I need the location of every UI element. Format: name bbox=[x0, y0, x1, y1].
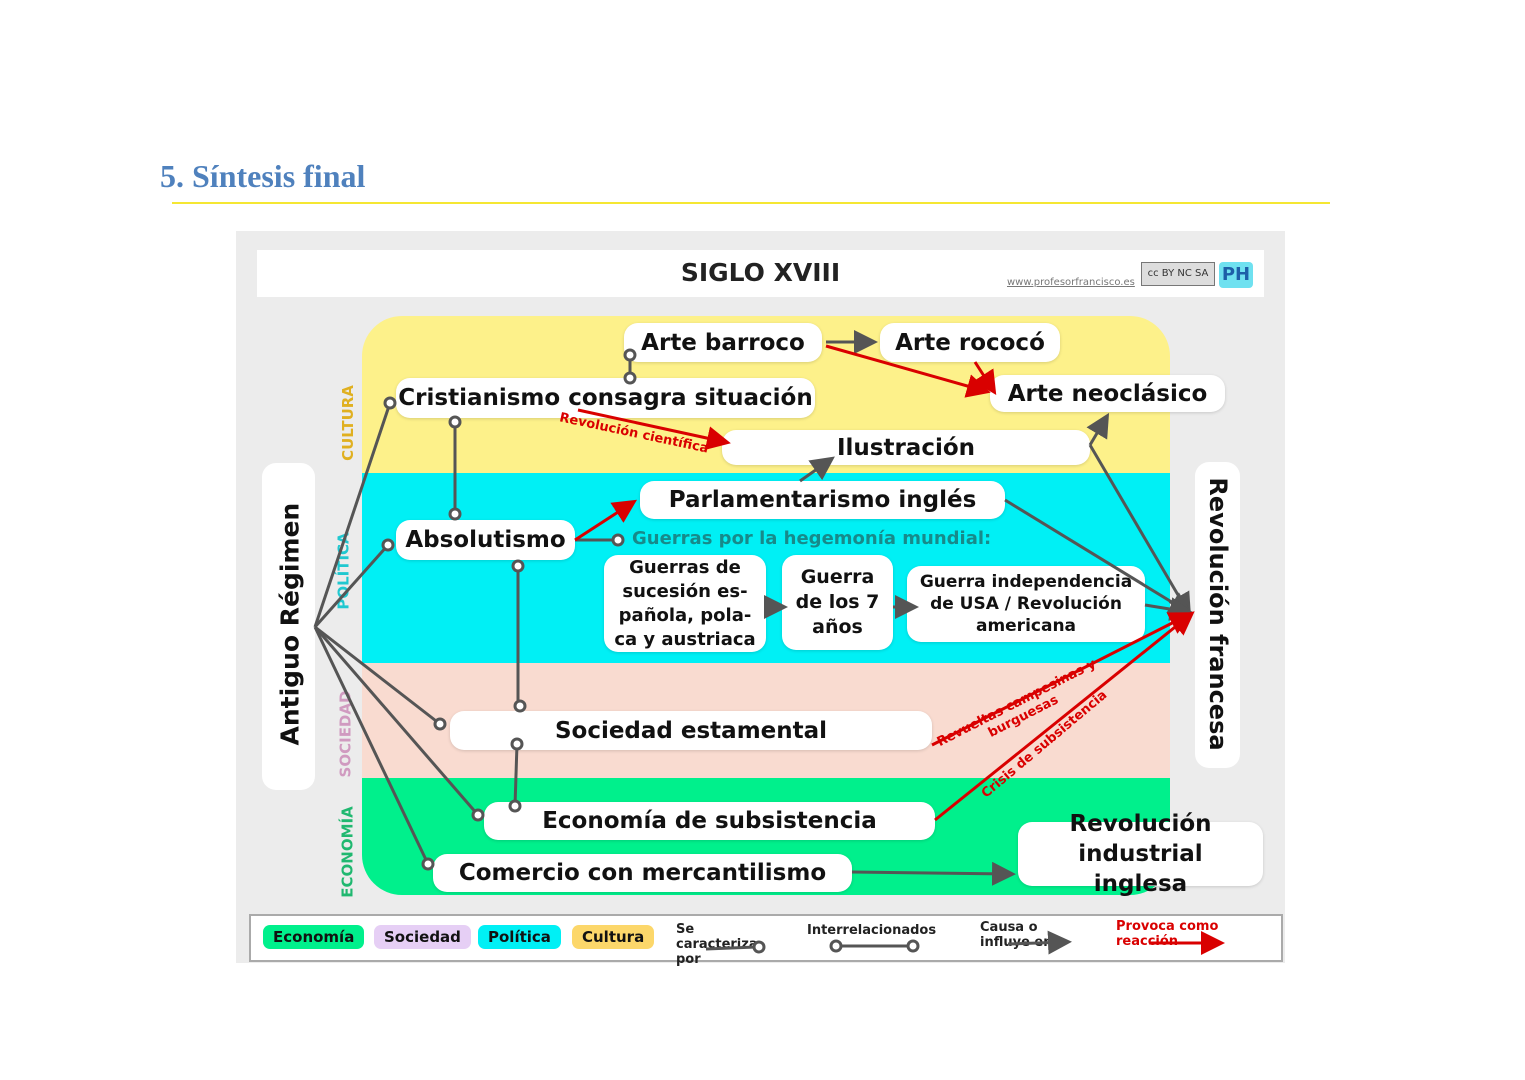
legend-sociedad: Sociedad bbox=[374, 925, 471, 949]
antiguo-regimen-box bbox=[262, 463, 315, 790]
section-title: 5. Síntesis final bbox=[160, 158, 366, 194]
legend-provoca: Provoca como reacción bbox=[1116, 919, 1219, 949]
node-arte-barroco: Arte barroco bbox=[624, 323, 822, 362]
node-cristianismo: Cristianismo consagra situación bbox=[396, 378, 815, 418]
legend: Economía Sociedad Política Cultura Se ca… bbox=[249, 914, 1283, 967]
legend-cultura: Cultura bbox=[572, 925, 655, 949]
cc-license-icon: cc BY NC SA bbox=[1141, 262, 1215, 286]
title-underline bbox=[172, 202, 1330, 204]
line-ar-absolutismo bbox=[313, 544, 390, 628]
line-ar-cristianismo bbox=[313, 402, 392, 628]
revolucion-francesa-box bbox=[1195, 462, 1240, 768]
node-guerra-7-anos: Guerra de los 7 años bbox=[782, 555, 893, 650]
legend-interrelacionados: Interrelacionados bbox=[807, 923, 937, 938]
node-arte-rococo: Arte rococó bbox=[880, 323, 1060, 362]
node-ilustracion: Ilustración bbox=[722, 430, 1090, 465]
node-sociedad-estamental: Sociedad estamental bbox=[450, 711, 932, 750]
diagram-header: SIGLO XVIII www.profesorfrancisco.es cc … bbox=[257, 250, 1264, 297]
legend-politica: Política bbox=[478, 925, 561, 949]
node-guerra-independencia: Guerra independencia de USA / Revolución… bbox=[907, 566, 1145, 642]
node-arte-neoclasico: Arte neoclásico bbox=[990, 375, 1225, 412]
line-ar-economia bbox=[313, 626, 480, 816]
website-link[interactable]: www.profesorfrancisco.es bbox=[1007, 277, 1135, 288]
line-ar-sociedad bbox=[314, 625, 441, 726]
node-absolutismo: Absolutismo bbox=[396, 520, 575, 560]
node-comercio: Comercio con mercantilismo bbox=[433, 854, 852, 892]
legend-symbols bbox=[705, 930, 1225, 955]
node-economia-subsistencia: Economía de subsistencia bbox=[484, 802, 935, 840]
line-ar-comercio bbox=[313, 626, 430, 865]
node-guerras-sucesion: Guerras de sucesión es-pañola, pola-ca y… bbox=[604, 555, 766, 652]
legend-economia: Economía bbox=[263, 925, 365, 949]
diagram-title: SIGLO XVIII bbox=[680, 258, 841, 287]
node-parlamentarismo: Parlamentarismo inglés bbox=[640, 481, 1005, 519]
guerras-hegemonia-label: Guerras por la hegemonía mundial: bbox=[632, 528, 992, 549]
ph-logo: PH bbox=[1219, 262, 1253, 288]
